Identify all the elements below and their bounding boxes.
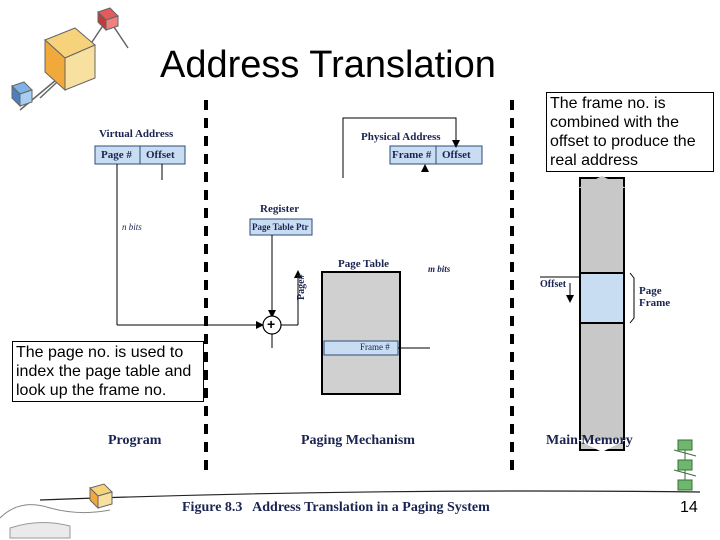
pa-offset-cell [435, 145, 483, 165]
register-label: Register [260, 203, 300, 215]
m-bits-label: m bits [428, 264, 451, 274]
va-page-label: Page # [101, 149, 132, 161]
page-table-label: Page Table [338, 258, 390, 270]
main-memory-label: Main Memory [546, 433, 633, 448]
paging-mechanism-label: Paging Mechanism [301, 433, 415, 448]
page-hash-label: Page# [296, 274, 307, 300]
physical-address-label: Physical Address [361, 131, 441, 143]
figure-caption: Figure 8.3 Address Translation in a Pagi… [182, 500, 490, 515]
page-table-box [321, 271, 401, 395]
adder-plus: + [267, 316, 276, 332]
pa-frame-label: Frame # [392, 149, 432, 161]
note-page-number: The page no. is used to index the page t… [12, 341, 204, 402]
pa-offset-label: Offset [442, 149, 471, 161]
register-cell [249, 218, 313, 236]
page-number: 14 [680, 499, 698, 516]
memory-page-frame [579, 272, 625, 324]
clipart-cubes-illustration [11, 7, 129, 111]
clipart-stack-illustration [673, 439, 697, 491]
slide-title: Address Translation [160, 44, 496, 86]
virtual-address-label: Virtual Address [99, 128, 174, 140]
n-bits-label: n bits [122, 222, 142, 232]
memory-offset-label: Offset [540, 279, 567, 290]
program-label: Program [108, 433, 162, 448]
clipart-hand-illustration [0, 483, 113, 539]
page-frame-label: Page Frame [639, 285, 671, 309]
note-frame-number: The frame no. is combined with the offse… [546, 92, 714, 172]
frame-entry-label: Frame # [360, 342, 390, 352]
va-offset-label: Offset [146, 149, 175, 161]
page-table-ptr-label: Page Table Ptr [252, 222, 309, 232]
